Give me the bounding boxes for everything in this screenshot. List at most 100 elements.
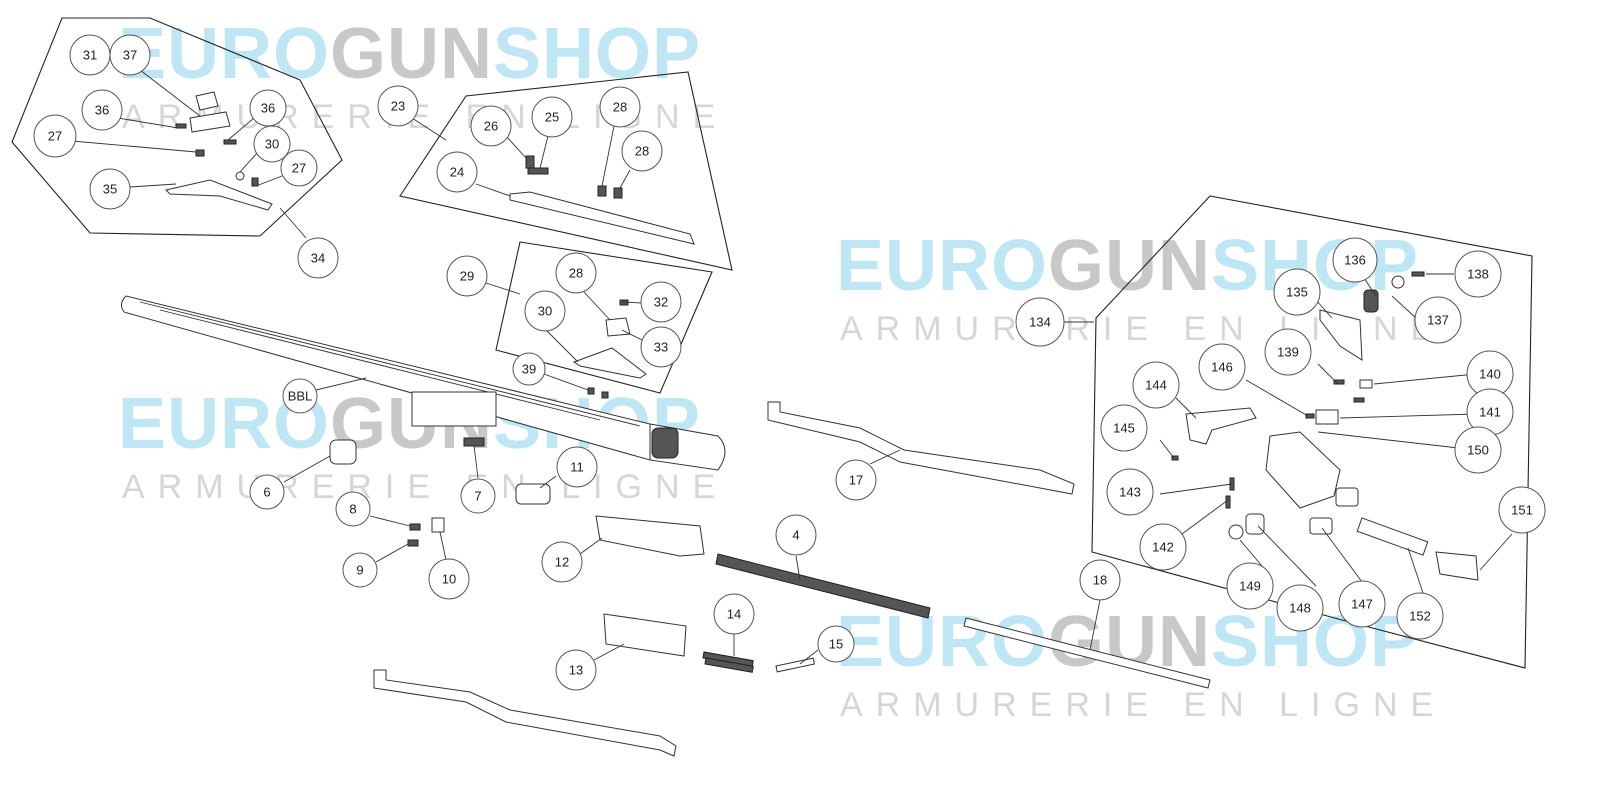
callout-label: 28 [613, 100, 627, 115]
callout: 149 [1226, 562, 1274, 610]
callout-label: 140 [1479, 367, 1501, 382]
callout: 39 [512, 352, 546, 386]
callout-label: 141 [1479, 405, 1501, 420]
callout-label: 147 [1351, 597, 1373, 612]
callout: 138 [1454, 250, 1502, 298]
callout-label: 12 [555, 555, 569, 570]
callout-label: 18 [1093, 573, 1107, 588]
group-outline-134 [1091, 195, 1533, 669]
watermark-middle-right: EUROGUNSHOP ARMURERIE EN LIGNE [836, 226, 1433, 348]
callout: 32 [640, 281, 682, 323]
svg-text:EUROGUNSHOP: EUROGUNSHOP [118, 14, 701, 94]
rib-parts [509, 155, 695, 245]
callout-label: 27 [48, 129, 62, 144]
callout-label: 13 [569, 663, 583, 678]
callout-label: 23 [391, 99, 405, 114]
callout: 148 [1276, 584, 1324, 632]
watermark-brand-b: GUN [1048, 602, 1211, 682]
watermark-bottom-right: EUROGUNSHOP ARMURERIE EN LIGNE [836, 602, 1446, 724]
trigger-group-parts [1171, 271, 1479, 581]
callout: 33 [640, 326, 682, 368]
callout: 30 [524, 290, 566, 332]
callout-label: 146 [1211, 360, 1233, 375]
callout-label: 36 [261, 101, 275, 116]
callout-label: 4 [792, 528, 799, 543]
watermark-brand-a: EURO [118, 14, 330, 94]
callout: 31 [69, 34, 111, 76]
svg-text:EUROGUNSHOP: EUROGUNSHOP [836, 226, 1419, 306]
callout: 134 [1015, 297, 1065, 347]
callout-label: 152 [1409, 609, 1431, 624]
callout: 7 [460, 478, 496, 514]
group-outline-23 [399, 71, 733, 271]
callout-label: 39 [522, 362, 536, 377]
callout: 6 [249, 474, 285, 510]
callout-label: 7 [474, 489, 481, 504]
callout: 12 [541, 541, 583, 583]
callout: 25 [531, 96, 573, 138]
callout-label: 143 [1119, 485, 1141, 500]
callout-label: 26 [484, 119, 498, 134]
callout: 28 [555, 252, 597, 294]
callout-label: 34 [311, 251, 325, 266]
callout-label: 25 [545, 110, 559, 125]
callout-label: 28 [635, 144, 649, 159]
callout-label: 135 [1286, 285, 1308, 300]
callout-label: 137 [1427, 313, 1449, 328]
callout-label: 150 [1467, 443, 1489, 458]
watermark-brand-a: EURO [836, 226, 1048, 306]
small-parts [329, 437, 705, 657]
callout-label: 151 [1511, 503, 1533, 518]
spring-and-rods [702, 553, 1211, 689]
callout: 27 [280, 149, 318, 187]
group-outline-29 [495, 241, 713, 394]
callout-label: 17 [849, 473, 863, 488]
callout: 36 [249, 89, 287, 127]
callout-label: 10 [442, 572, 456, 587]
group-outline-34 [11, 17, 343, 237]
callout-label: 15 [829, 637, 843, 652]
callout: 35 [89, 168, 131, 210]
callout: 140 [1466, 350, 1514, 398]
callout-label: 148 [1289, 601, 1311, 616]
callout-label: 24 [450, 165, 464, 180]
callout-label: 139 [1277, 345, 1299, 360]
callout: 4 [775, 514, 817, 556]
callout: 9 [342, 552, 378, 588]
callout: 28 [599, 86, 641, 128]
callout: 136 [1332, 237, 1378, 283]
callout-label: 9 [356, 563, 363, 578]
callout-label: 28 [569, 266, 583, 281]
callout-label: 142 [1152, 540, 1174, 555]
callout-label: 33 [654, 340, 668, 355]
callout: 27 [33, 114, 77, 158]
barrel [120, 295, 726, 471]
callout: 28 [621, 130, 663, 172]
callout: 152 [1396, 592, 1444, 640]
callout-label: 14 [727, 607, 741, 622]
callout: 137 [1414, 296, 1462, 344]
callout: BBL [282, 378, 318, 414]
callout: 15 [817, 625, 855, 663]
callout-label: 136 [1344, 253, 1366, 268]
callout: 8 [335, 491, 371, 527]
leader-lines [71, 69, 1513, 665]
callout-label: 8 [349, 502, 356, 517]
callout: 14 [713, 593, 755, 635]
watermark-tagline: ARMURERIE EN LIGNE [840, 686, 1446, 724]
callout: 145 [1100, 404, 1148, 452]
callout: 147 [1338, 580, 1386, 628]
callout-label: 29 [460, 269, 474, 284]
callout: 143 [1106, 468, 1154, 516]
watermark-brand-a: EURO [836, 602, 1048, 682]
callout: 30 [253, 125, 291, 163]
callout: 34 [297, 237, 339, 279]
callout: 139 [1264, 328, 1312, 376]
callout-label: 27 [292, 161, 306, 176]
callout: 18 [1079, 559, 1121, 601]
watermark-tagline: ARMURERIE EN LIGNE [122, 468, 728, 506]
callout: 13 [555, 649, 597, 691]
watermark-brand-c: SHOP [493, 14, 701, 94]
callout: 142 [1139, 523, 1187, 571]
callout-label: 138 [1467, 267, 1489, 282]
